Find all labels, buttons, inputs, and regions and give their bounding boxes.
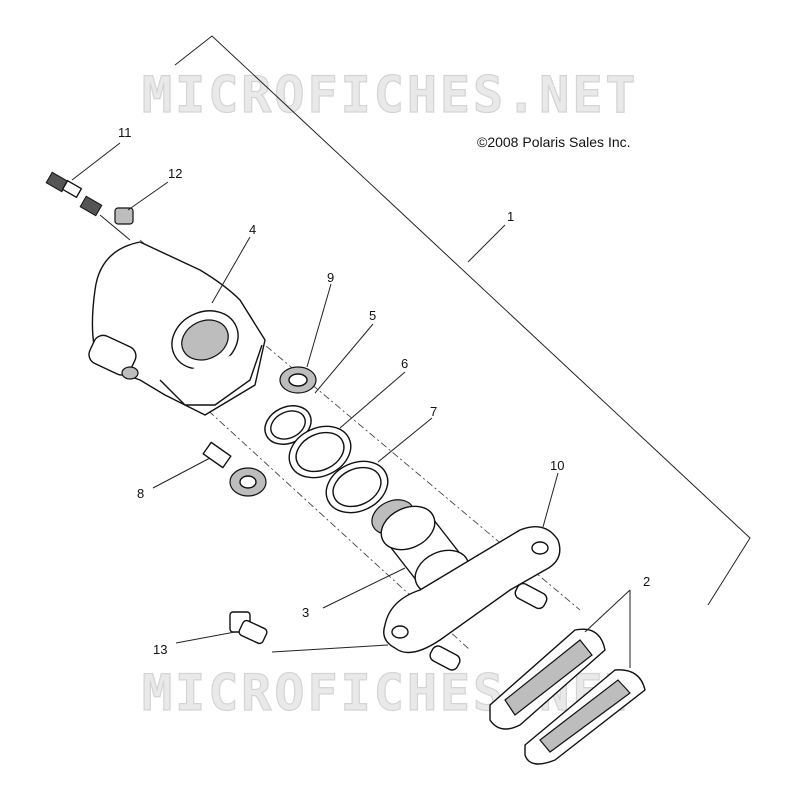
part-10-bracket	[383, 526, 561, 671]
part-6-seal	[288, 425, 352, 479]
part-12-cap	[114, 207, 134, 225]
copyright-text: ©2008 Polaris Sales Inc.	[477, 134, 631, 150]
callout-3: 3	[302, 605, 309, 620]
callout-11: 11	[118, 125, 132, 140]
callout-6: 6	[401, 356, 408, 371]
callout-10: 10	[550, 458, 564, 473]
callout-7: 7	[430, 404, 437, 419]
callout-1: 1	[507, 209, 514, 224]
callout-4: 4	[249, 222, 256, 237]
leader-lines	[71, 142, 631, 668]
callout-13: 13	[153, 642, 167, 657]
callout-12: 12	[168, 166, 182, 181]
callout-8: 8	[137, 486, 144, 501]
part-7-seal	[325, 460, 389, 514]
part-9-boot	[279, 366, 317, 394]
part-5-ring	[264, 405, 312, 445]
callout-5: 5	[369, 308, 376, 323]
assembly-bracket	[174, 35, 751, 606]
callout-9: 9	[327, 270, 334, 285]
callout-2: 2	[643, 574, 650, 589]
part-11-bleeder	[45, 171, 131, 241]
part-13-bolt	[229, 611, 268, 645]
part-4-caliper-body	[88, 241, 266, 416]
watermark-top: MICROFICHES.NET	[142, 66, 639, 124]
part-8-pin	[202, 441, 267, 497]
part-2-pads	[489, 628, 646, 765]
